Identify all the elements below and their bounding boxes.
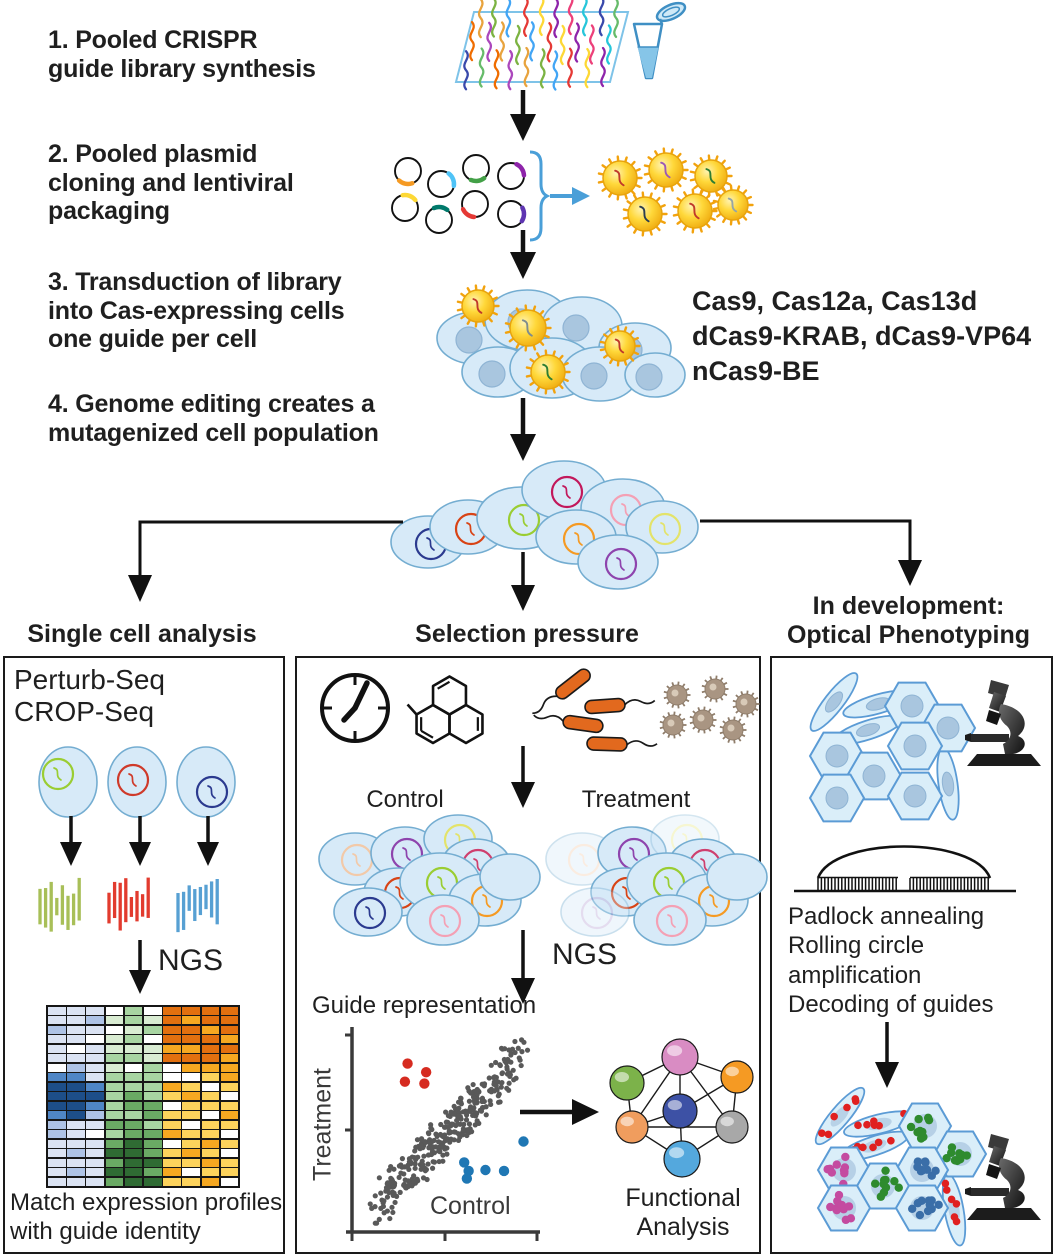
ngs-label-left: NGS bbox=[158, 944, 224, 977]
lentivirus-pool-icon bbox=[597, 147, 754, 237]
ngs-label-middle: NGS bbox=[552, 938, 618, 971]
scatter-title: Guide representation bbox=[312, 992, 537, 1019]
treatment-cell-cluster-icon bbox=[545, 814, 768, 946]
treatment-label: Treatment bbox=[581, 786, 691, 813]
plasmid-pool-icon bbox=[389, 152, 527, 236]
guide-representation-scatter bbox=[345, 1027, 540, 1241]
scatter-xlabel: Control bbox=[430, 1192, 511, 1220]
tissue-cells-icon bbox=[808, 672, 977, 823]
header-optical-phenotyping: In development: Optical Phenotyping bbox=[786, 592, 1031, 649]
selection-agents-icons bbox=[320, 668, 760, 752]
tube-icon bbox=[632, 1, 687, 80]
decoded-cells-icon bbox=[814, 1086, 988, 1247]
bracket-arrow-icon bbox=[529, 150, 590, 242]
transduced-cells-icon bbox=[436, 284, 686, 402]
control-label: Control bbox=[366, 786, 444, 813]
padlock-probe-icon bbox=[794, 845, 1016, 893]
header-selection-pressure: Selection pressure bbox=[415, 620, 639, 648]
microscope-icon bbox=[965, 680, 1041, 766]
sequencing-reads-icon bbox=[38, 877, 219, 933]
functional-network-icon bbox=[609, 1038, 754, 1178]
microscope-icon bbox=[965, 1134, 1041, 1220]
expression-heatmap bbox=[46, 1005, 241, 1188]
control-cell-cluster-icon bbox=[318, 814, 541, 946]
header-single-cell-analysis: Single cell analysis bbox=[27, 620, 257, 648]
oligo-array-icon bbox=[454, 0, 630, 91]
single-cells-with-guides-icon bbox=[38, 746, 236, 818]
scatter-ylabel: Treatment bbox=[308, 1068, 337, 1182]
mutagenized-cell-population-icon bbox=[390, 460, 699, 590]
